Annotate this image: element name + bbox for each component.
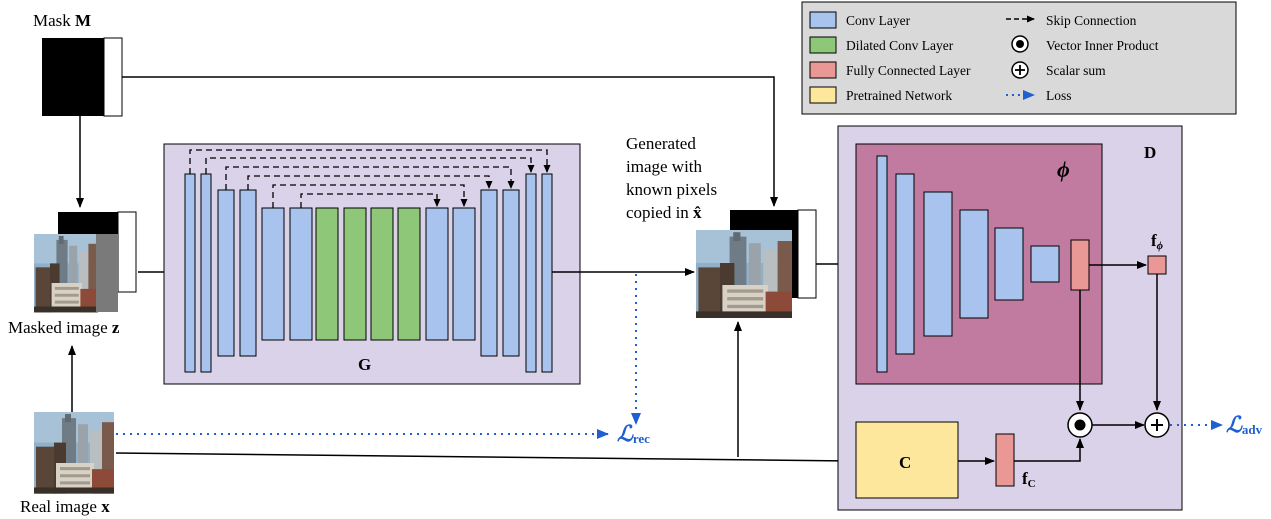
legend-sum-label: Scalar sum bbox=[1046, 63, 1106, 78]
real-image-thumbnail bbox=[34, 412, 114, 494]
generator-label: G bbox=[358, 355, 371, 374]
conv-layer bbox=[895, 173, 915, 355]
legend-inner-label: Vector Inner Product bbox=[1046, 38, 1159, 53]
legend-pretrained-label: Pretrained Network bbox=[846, 88, 952, 103]
masked-image-label: Masked image z bbox=[8, 318, 120, 337]
conv-layer bbox=[541, 173, 553, 373]
masked-image-thumbnail bbox=[34, 234, 98, 313]
fc-vector bbox=[995, 433, 1015, 487]
mask-to-generated-arrow bbox=[122, 76, 778, 207]
legend-conv-swatch bbox=[809, 11, 837, 29]
conv-layer bbox=[502, 189, 520, 357]
fphi-label: fϕ bbox=[1151, 231, 1164, 252]
dilated-conv-layer bbox=[370, 207, 394, 341]
fphi-vector bbox=[1147, 255, 1167, 275]
conv-layer bbox=[1030, 245, 1060, 283]
legend-fc-label: Fully Connected Layer bbox=[846, 63, 971, 78]
discriminator-layers bbox=[876, 155, 1090, 373]
generated-text-line1: Generated bbox=[626, 134, 696, 153]
generator-layers bbox=[184, 173, 553, 373]
mask-label: Mask M bbox=[33, 11, 91, 30]
context-net-label: C bbox=[899, 453, 911, 472]
phi-label: ϕ bbox=[1057, 157, 1070, 182]
legend-dilated-swatch bbox=[809, 36, 837, 54]
conv-layer bbox=[994, 227, 1024, 301]
fc-label: fC bbox=[1022, 469, 1036, 490]
conv-layer bbox=[200, 173, 212, 373]
real-image-label: Real image x bbox=[20, 497, 110, 516]
dilated-conv-layer bbox=[397, 207, 421, 341]
discriminator-label: D bbox=[1144, 143, 1156, 162]
conv-layer bbox=[923, 191, 953, 337]
generator-skip-connections bbox=[189, 149, 551, 208]
generated-image-thumbnail bbox=[696, 230, 792, 318]
fully-connected-layer bbox=[1070, 239, 1090, 291]
legend-dilated-label: Dilated Conv Layer bbox=[846, 38, 954, 53]
legend-pretrained-swatch bbox=[809, 86, 837, 104]
conv-layer bbox=[425, 207, 449, 341]
generated-text-line3: known pixels bbox=[626, 180, 717, 199]
rec-loss-label: ℒrec bbox=[617, 421, 650, 446]
legend-fc-swatch bbox=[809, 61, 837, 79]
fc-to-inner-arrow bbox=[1014, 438, 1084, 462]
mask-black-region bbox=[42, 38, 104, 116]
dilated-conv-layer bbox=[343, 207, 367, 341]
conv-layer bbox=[959, 209, 989, 319]
generated-text-line4: copied in x̂ bbox=[626, 203, 702, 222]
legend-loss-label: Loss bbox=[1046, 88, 1072, 103]
dilated-conv-layer bbox=[315, 207, 339, 341]
conv-layer bbox=[876, 155, 888, 373]
real-to-context-arrow bbox=[115, 452, 851, 465]
conv-layer bbox=[525, 173, 537, 373]
conv-layer bbox=[289, 207, 313, 341]
legend-conv-label: Conv Layer bbox=[846, 13, 911, 28]
conv-layer bbox=[217, 189, 235, 357]
pretrained-network-c bbox=[855, 421, 959, 499]
conv-layer bbox=[239, 189, 257, 357]
conv-layer bbox=[184, 173, 196, 373]
conv-layer bbox=[452, 207, 476, 341]
legend-skip-label: Skip Connection bbox=[1046, 13, 1137, 28]
adv-loss-label: ℒadv bbox=[1226, 412, 1263, 437]
mask-white-region bbox=[103, 37, 123, 117]
conv-layer bbox=[480, 189, 498, 357]
generated-text-line2: image with bbox=[626, 157, 703, 176]
conv-layer bbox=[261, 207, 285, 341]
